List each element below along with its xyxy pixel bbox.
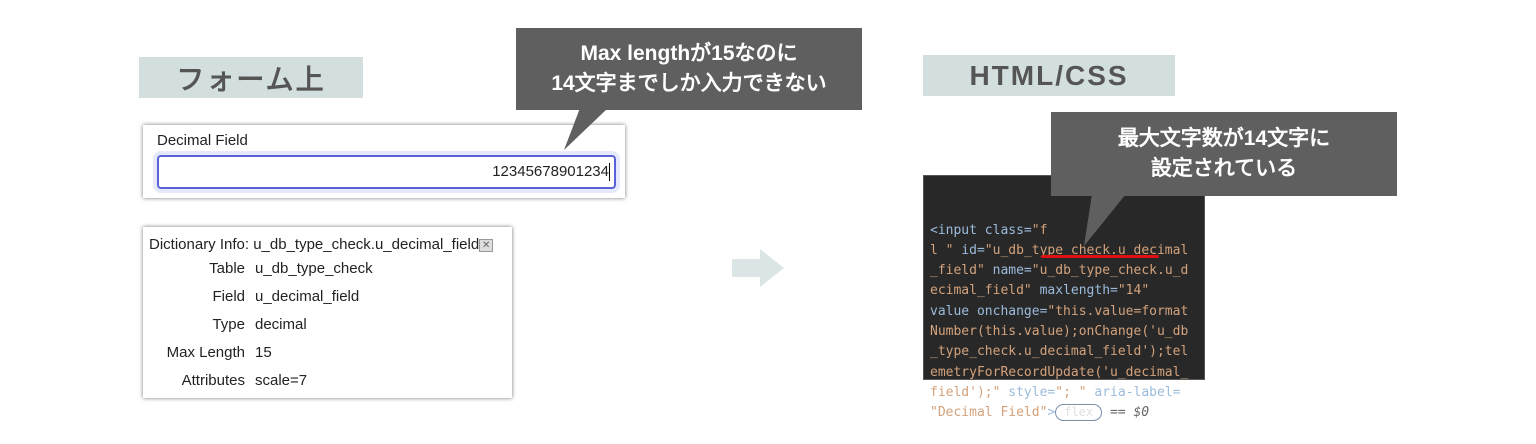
decimal-field-label: Decimal Field — [157, 132, 248, 149]
code-token: > — [1047, 405, 1056, 421]
code-line: <input class="f — [930, 221, 1198, 241]
dictionary-row: Table u_db_type_check — [149, 254, 373, 282]
dictionary-row: Type decimal — [149, 310, 373, 338]
code-token: aria-label= — [1094, 384, 1181, 400]
code-token: field');" — [930, 384, 1009, 400]
decimal-field-input[interactable]: 12345678901234 — [157, 155, 616, 189]
code-token: class= — [984, 222, 1032, 238]
code-line: _type_check.u_decimal_field');tel — [930, 342, 1198, 362]
callout-right: 最大文字数が14文字に 設定されている — [1051, 112, 1397, 196]
dictionary-key: Field — [212, 287, 245, 305]
dictionary-key: Max Length — [166, 343, 245, 361]
callout-left-line1: Max lengthが15なのに — [580, 42, 798, 65]
decimal-field-panel: Decimal Field 12345678901234 — [143, 125, 625, 198]
dictionary-key: Table — [209, 259, 245, 277]
code-line: _field" name="u_db_type_check.u_d — [930, 261, 1198, 281]
code-token: "; " — [1055, 384, 1095, 400]
console-ref: == $0 — [1109, 405, 1150, 421]
code-token: maxlength= — [1039, 283, 1118, 299]
dictionary-value: scale=7 — [255, 371, 308, 389]
code-token: value onchange= — [930, 303, 1048, 319]
dictionary-row: Max Length 15 — [149, 338, 373, 366]
callout-right-line2: 設定されている — [1150, 157, 1298, 180]
code-token: "f — [1031, 222, 1048, 238]
code-token: _field" — [930, 263, 993, 279]
dictionary-value: u_db_type_check — [255, 259, 373, 277]
callout-left-line2: 14文字までしか入力できない — [551, 72, 827, 95]
dictionary-row: Field u_decimal_field — [149, 282, 373, 310]
code-line: ecimal_field" maxlength="14" — [930, 281, 1198, 301]
callout-right-line1: 最大文字数が14文字に — [1117, 127, 1331, 150]
dictionary-value: decimal — [255, 315, 307, 333]
arrow-right-icon — [732, 249, 784, 287]
code-token: name= — [992, 263, 1032, 279]
code-line: value onchange="this.value=format — [930, 302, 1198, 322]
code-line: Number(this.value);onChange('u_db — [930, 322, 1198, 342]
code-line: emetryForRecordUpdate('u_decimal_ — [930, 363, 1198, 383]
code-token: "14" — [1117, 283, 1150, 299]
dictionary-row: Attributes scale=7 — [149, 366, 373, 394]
callout-left: Max lengthが15なのに 14文字までしか入力できない — [516, 28, 862, 110]
decimal-field-value: 12345678901234 — [492, 163, 609, 180]
dictionary-value: 15 — [255, 343, 272, 361]
code-token: "Decimal Field" — [930, 405, 1048, 421]
code-line: "Decimal Field">flex == $0 — [930, 403, 1198, 423]
close-icon[interactable]: ✕ — [479, 238, 494, 252]
code-token: style= — [1008, 384, 1056, 400]
html-section-label: HTML/CSS — [923, 55, 1175, 96]
callout-right-tail — [1084, 194, 1126, 246]
code-token: l " — [930, 242, 962, 258]
callout-left-tail — [564, 108, 608, 150]
dictionary-key: Type — [212, 315, 245, 333]
code-line: field');" style="; " aria-label= — [930, 383, 1198, 403]
dictionary-info-title: Dictionary Info: u_db_type_check.u_decim… — [149, 236, 494, 253]
code-token: "this.value=format — [1047, 303, 1189, 319]
code-token: "u_db_type_check.u_d — [1031, 263, 1189, 279]
code-token: Number(this.value);onChange('u_db — [930, 324, 1189, 340]
flex-badge[interactable]: flex — [1055, 404, 1103, 422]
dictionary-info-panel: Dictionary Info: u_db_type_check.u_decim… — [143, 227, 512, 398]
text-caret — [609, 163, 610, 182]
code-token: id= — [961, 242, 985, 258]
dictionary-info-title-text: Dictionary Info: u_db_type_check.u_decim… — [149, 236, 480, 253]
code-token: <input — [930, 222, 985, 238]
dictionary-value: u_decimal_field — [255, 287, 360, 305]
code-line: l " id="u_db_type_check.u_decimal — [930, 241, 1198, 261]
code-token: emetryForRecordUpdate('u_decimal_ — [930, 364, 1189, 380]
code-token: _type_check.u_decimal_field');tel — [930, 344, 1189, 360]
dictionary-key: Attributes — [181, 371, 245, 389]
code-token: "u_db_type_check.u_decimal — [984, 242, 1189, 258]
code-token: ecimal_field" — [930, 283, 1040, 299]
form-section-label: フォーム上 — [139, 57, 363, 98]
maxlength-highlight-underline — [1041, 255, 1159, 258]
